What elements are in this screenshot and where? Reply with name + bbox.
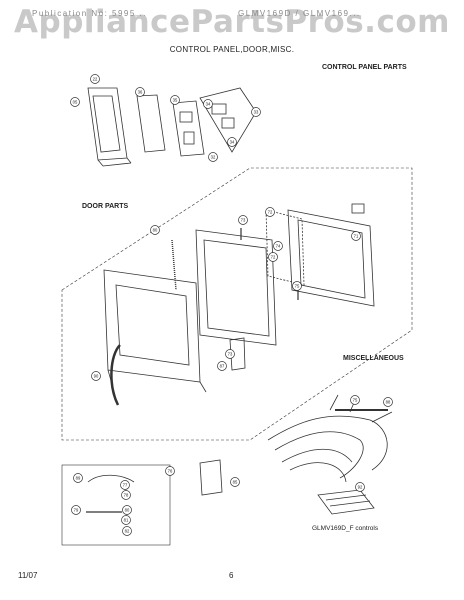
footer-page-number: 6: [229, 571, 234, 580]
part-callout: 71: [351, 231, 361, 241]
part-callout: 72: [268, 252, 278, 262]
part-callout: 72: [265, 207, 275, 217]
control-board: [172, 100, 205, 157]
part-callout: 79: [71, 505, 81, 515]
part-callout-number: 85: [233, 480, 238, 485]
part-callout-number: 92: [358, 485, 363, 490]
part-callout: 85: [230, 477, 240, 487]
watermark-logo: AppliancePartsPros.com: [14, 4, 450, 40]
part-callout-number: 73: [241, 218, 246, 223]
section-label-control-panel: CONTROL PANEL PARTS: [322, 64, 407, 71]
part-callout-number: 90: [94, 374, 99, 379]
part-callout: 75: [292, 281, 302, 291]
wire-harness: [267, 394, 393, 483]
page-subtitle: CONTROL PANEL,DOOR,MISC.: [169, 45, 295, 54]
part-callout-number: 80: [125, 508, 130, 513]
door-handle: [110, 344, 121, 406]
part-callout: 77: [120, 480, 130, 490]
part-callout-number: 88: [386, 400, 391, 405]
part-callout: 88: [383, 397, 393, 407]
control-panel-membrane: [136, 94, 166, 153]
part-callout: 76: [165, 466, 175, 476]
part-callout: 34: [227, 137, 237, 147]
part-callout: 33: [251, 107, 261, 117]
part-callout-number: 35: [173, 98, 178, 103]
part-callout: 82: [122, 526, 132, 536]
misc-manual: [199, 459, 223, 496]
header-publication: Publication No: 5995...: [32, 9, 147, 18]
part-callout-number: 72: [268, 210, 273, 215]
part-callout-number: 77: [123, 483, 128, 488]
door-outer-frame: [287, 209, 375, 307]
misc-rack: [317, 489, 375, 515]
door-spring: [171, 239, 177, 291]
door-hinge: [229, 337, 246, 371]
part-callout: 75: [350, 395, 360, 405]
footer-date: 11/07: [18, 571, 38, 580]
part-callout-number: 34: [230, 140, 235, 145]
part-callout-number: 80: [153, 228, 158, 233]
part-callout: 73: [238, 215, 248, 225]
part-callout: 32: [208, 152, 218, 162]
part-callout-number: 78: [124, 493, 129, 498]
part-callout-number: 81: [124, 518, 129, 523]
part-callout: 05: [70, 97, 80, 107]
door-latch-part: [351, 203, 365, 214]
part-callout: 22: [90, 74, 100, 84]
part-callout: 34: [203, 99, 213, 109]
part-callout: 90: [91, 371, 101, 381]
control-panel-frame: [87, 87, 132, 167]
door-glass-panel: [265, 209, 305, 286]
part-callout-number: 87: [220, 364, 225, 369]
part-callout: 80: [122, 505, 132, 515]
part-callout-number: 72: [271, 255, 276, 260]
part-callout: 80: [150, 225, 160, 235]
part-callout-number: 82: [125, 529, 130, 534]
part-callout: 35: [170, 95, 180, 105]
section-label-door: DOOR PARTS: [82, 203, 129, 210]
part-callout-number: 22: [93, 77, 98, 82]
part-callout-number: 05: [73, 100, 78, 105]
part-callout: 81: [121, 515, 131, 525]
part-callout: 73: [225, 349, 235, 359]
parts-kit-box: [61, 464, 171, 546]
door-front-panel: [103, 269, 207, 396]
part-callout-number: 75: [353, 398, 358, 403]
section-label-misc: MISCELLANEOUS: [343, 355, 404, 362]
part-callout-number: 73: [228, 352, 233, 357]
part-callout-number: 89: [76, 476, 81, 481]
part-callout: 36: [135, 87, 145, 97]
part-callout-number: 32: [211, 155, 216, 160]
part-callout-number: 36: [138, 90, 143, 95]
part-callout: 92: [355, 482, 365, 492]
header-model: GLMV169D / GLMV169...: [238, 9, 361, 18]
kit-cable: [87, 474, 135, 483]
part-callout-number: 76: [168, 469, 173, 474]
part-callout: 78: [121, 490, 131, 500]
part-callout-number: 74: [276, 244, 281, 249]
part-callout-number: 34: [206, 102, 211, 107]
model-note: GLMV169D_F controls: [312, 525, 379, 532]
door-choke-frame: [195, 229, 277, 346]
part-callout: 87: [217, 361, 227, 371]
part-callout-number: 79: [74, 508, 79, 513]
part-callout-number: 71: [354, 234, 359, 239]
section-boundary: [61, 167, 413, 441]
part-callout: 74: [273, 241, 283, 251]
part-callout: 89: [73, 473, 83, 483]
part-callout-number: 75: [295, 284, 300, 289]
part-callout-number: 33: [254, 110, 259, 115]
